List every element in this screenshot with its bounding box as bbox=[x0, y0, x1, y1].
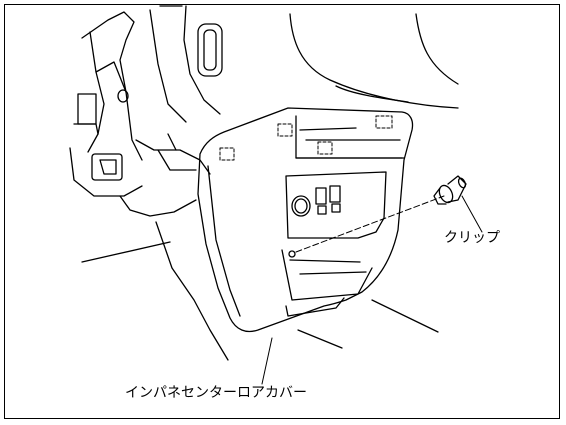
clip-hole bbox=[288, 250, 296, 258]
console-upper-shell bbox=[289, 13, 459, 109]
floor-lines bbox=[81, 221, 439, 361]
cover-leader-line bbox=[261, 337, 273, 385]
dash-bracket-structure bbox=[69, 5, 221, 217]
hidden-clip-markers bbox=[219, 115, 393, 161]
clip-guide-line bbox=[295, 195, 445, 253]
clip-label: クリップ bbox=[444, 230, 500, 246]
clip-icon bbox=[433, 175, 467, 205]
clip-leader-line bbox=[461, 195, 483, 233]
switch-cluster bbox=[291, 185, 341, 217]
center-lower-cover-panel bbox=[197, 107, 414, 333]
top-slot bbox=[197, 23, 223, 77]
cover-label: インパネセンターロアカバー bbox=[125, 385, 307, 401]
